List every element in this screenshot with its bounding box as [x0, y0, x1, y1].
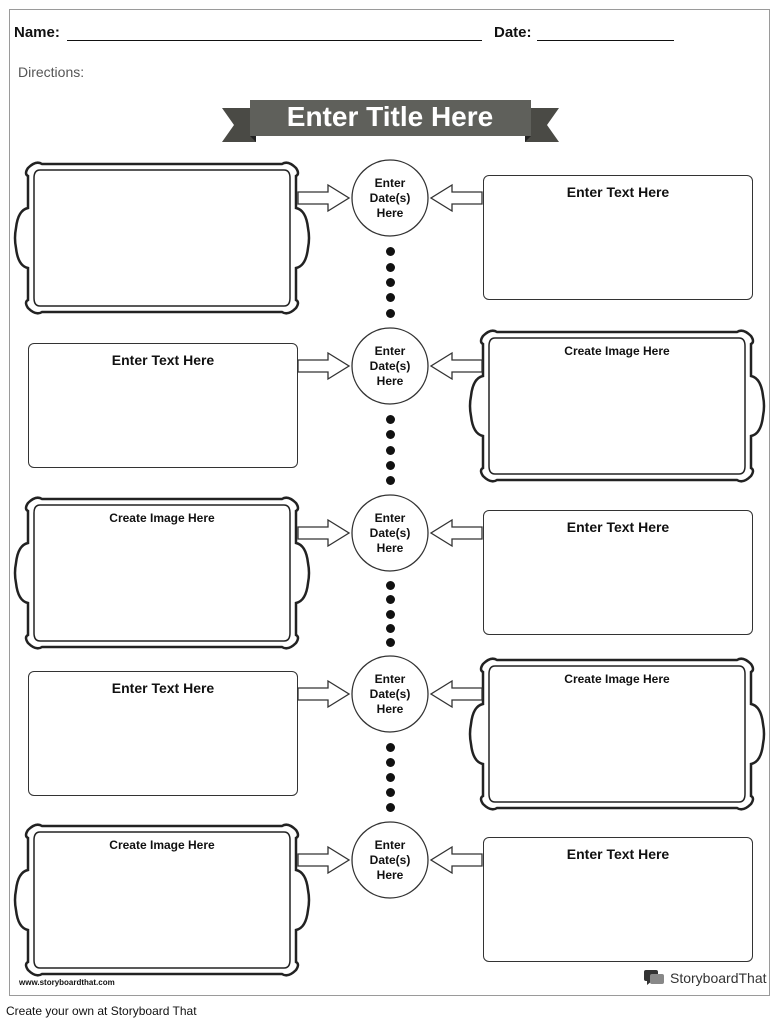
- outline-arrow-icon: [297, 183, 351, 213]
- outline-arrow-icon: [297, 679, 351, 709]
- outline-arrow-icon: [297, 518, 351, 548]
- worksheet-page: [9, 9, 770, 996]
- image-frame-label: Create Image Here: [564, 344, 670, 358]
- directions-label: Directions:: [18, 64, 85, 80]
- image-frame-left-5[interactable]: [12, 820, 312, 980]
- text-box-label: Enter Text Here: [566, 184, 670, 200]
- date-circle-1[interactable]: [350, 158, 430, 238]
- text-box-left-2[interactable]: Enter Text Here: [28, 343, 298, 468]
- image-frame-left-3[interactable]: [12, 493, 312, 653]
- timeline-dot: [386, 475, 395, 485]
- timeline-dot: [386, 262, 395, 272]
- date-label-line: Date(s): [369, 359, 411, 373]
- bottom-note: Create your own at Storyboard That: [6, 1004, 197, 1018]
- date-label-line: Here: [376, 206, 404, 220]
- date-label-line: Enter: [374, 838, 406, 852]
- timeline-dot: [386, 308, 395, 318]
- outline-arrow-icon: [429, 183, 483, 213]
- date-label-line: Enter: [374, 672, 406, 686]
- text-box-left-4[interactable]: Enter Text Here: [28, 671, 298, 796]
- timeline-dot: [386, 803, 395, 812]
- timeline-dot: [386, 293, 395, 303]
- outline-arrow-icon: [429, 518, 483, 548]
- timeline-dot: [386, 581, 395, 591]
- timeline-dot: [386, 595, 395, 605]
- name-field[interactable]: [67, 40, 482, 41]
- date-label-line: Here: [376, 541, 404, 555]
- timeline-dot: [386, 758, 395, 767]
- date-circle-2[interactable]: [350, 326, 430, 406]
- date-label-line: Here: [376, 374, 404, 388]
- outline-arrow-icon: [297, 351, 351, 381]
- footer-url: www.storyboardthat.com: [19, 978, 115, 987]
- date-label-line: Enter: [374, 511, 406, 525]
- date-label-line: Date(s): [369, 687, 411, 701]
- timeline-dot: [386, 743, 395, 752]
- image-frame-label: Create Image Here: [109, 511, 215, 525]
- date-label-line: Here: [376, 868, 404, 882]
- text-box-label: Enter Text Here: [566, 519, 670, 535]
- date-label-line: Enter: [374, 344, 406, 358]
- text-box-right-5[interactable]: Enter Text Here: [483, 837, 753, 962]
- text-box-label: Enter Text Here: [566, 846, 670, 862]
- name-label: Name:: [14, 24, 60, 41]
- outline-arrow-icon: [429, 845, 483, 875]
- timeline-dot: [386, 623, 395, 633]
- image-frame-left-1[interactable]: [12, 158, 312, 318]
- page-title[interactable]: Enter Title Here: [286, 101, 494, 132]
- date-circle-4[interactable]: [350, 654, 430, 734]
- timeline-dot: [386, 247, 395, 257]
- timeline-dot: [386, 430, 395, 440]
- date-label: Date:: [494, 24, 532, 41]
- brand-logo: StoryboardThat: [643, 969, 767, 987]
- title-ribbon: [222, 100, 559, 142]
- timeline-dot: [386, 415, 395, 425]
- outline-arrow-icon: [429, 351, 483, 381]
- date-circle-3[interactable]: [350, 493, 430, 573]
- timeline-dot: [386, 773, 395, 782]
- timeline-dot: [386, 788, 395, 797]
- timeline-dot: [386, 445, 395, 455]
- timeline-dot: [386, 278, 395, 287]
- date-label-line: Date(s): [369, 526, 411, 540]
- timeline-dot: [386, 460, 395, 470]
- date-label-line: Date(s): [369, 853, 411, 867]
- image-frame-label: Create Image Here: [564, 672, 670, 686]
- date-field[interactable]: [537, 40, 674, 41]
- text-box-label: Enter Text Here: [111, 680, 215, 696]
- image-frame-label: Create Image Here: [109, 838, 215, 852]
- outline-arrow-icon: [297, 845, 351, 875]
- brand-name: StoryboardThat: [670, 970, 767, 986]
- speech-bubble-icon: [644, 970, 664, 985]
- image-frame-right-4[interactable]: [467, 654, 767, 814]
- timeline-dot: [386, 637, 395, 647]
- text-box-label: Enter Text Here: [111, 352, 215, 368]
- timeline-dot: [386, 609, 395, 619]
- outline-arrow-icon: [429, 679, 483, 709]
- text-box-right-1[interactable]: Enter Text Here: [483, 175, 753, 300]
- date-circle-5[interactable]: [350, 820, 430, 900]
- date-label-line: Date(s): [369, 191, 411, 205]
- text-box-right-3[interactable]: Enter Text Here: [483, 510, 753, 635]
- date-label-line: Enter: [374, 176, 406, 190]
- image-frame-right-2[interactable]: [467, 326, 767, 486]
- date-label-line: Here: [376, 702, 404, 716]
